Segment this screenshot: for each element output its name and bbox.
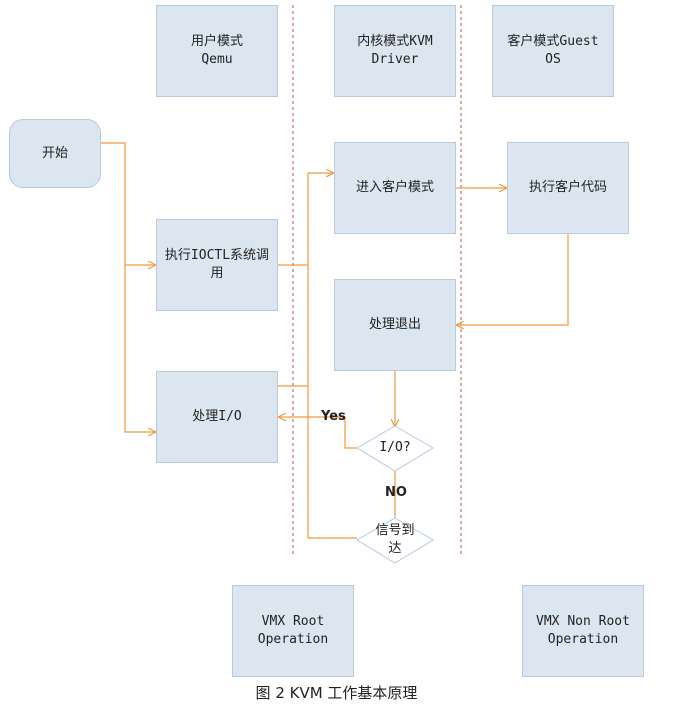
vmx-root-box: VMX Root Operation — [232, 585, 354, 677]
edge-yes-to-handle-io — [279, 417, 357, 449]
column-header-user-mode: 用户模式 Qemu — [156, 5, 278, 97]
edge-start-to-ioctl — [101, 142, 155, 265]
figure-caption: 图 2 KVM 工作基本原理 — [255, 684, 418, 702]
column-header-guest-mode: 客户模式Guest OS — [492, 5, 614, 97]
io-decision-diamond — [356, 425, 434, 472]
io-decision-label: I/O? — [379, 440, 411, 455]
signal-decision-label: 信号到 达 — [375, 523, 415, 556]
signal-decision-diamond — [356, 517, 434, 564]
handle-exit-node: 处理退出 — [334, 279, 456, 371]
no-label: NO — [385, 485, 407, 500]
column-header-kernel-mode: 内核模式KVM Driver — [334, 5, 456, 97]
enter-guest-node: 进入客户模式 — [334, 142, 456, 234]
edge-exec-to-exit — [457, 234, 569, 325]
edge-start-to-handle-io — [124, 265, 155, 432]
exec-guest-node: 执行客户代码 — [507, 142, 629, 234]
start-node: 开始 — [9, 119, 101, 188]
vmx-non-root-box: VMX Non Root Operation — [522, 585, 644, 677]
handle-io-node: 处理I/O — [156, 371, 278, 463]
ioctl-node: 执行IOCTL系统调 用 — [156, 219, 278, 311]
yes-label: Yes — [321, 409, 346, 424]
